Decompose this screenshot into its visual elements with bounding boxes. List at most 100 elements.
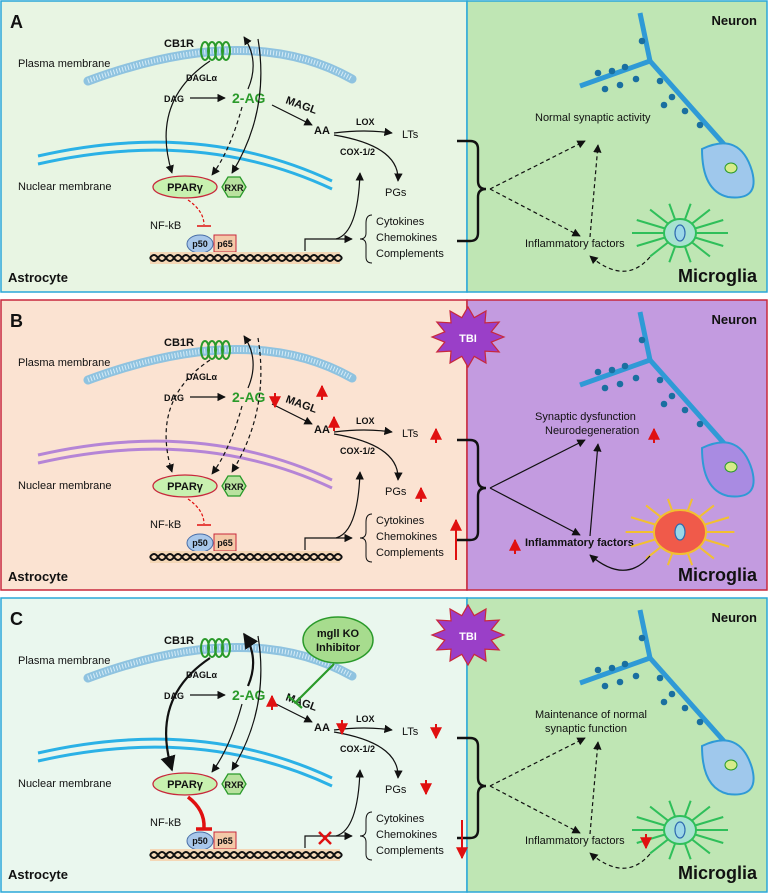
two-ag-label: 2-AG: [232, 389, 266, 405]
main-brace: [457, 438, 487, 542]
rxr-hexagon: [221, 475, 247, 497]
rxr-label: RXR: [224, 183, 244, 193]
cytokines-label: Cytokines: [376, 515, 425, 527]
inflammatory-to-synaptic-arrow: [589, 443, 602, 537]
panel-letter: B: [10, 311, 23, 331]
cb1r-to-ppar-arrow: [165, 359, 211, 473]
dendritic-spine: [621, 63, 629, 71]
two-ag-label: 2-AG: [232, 687, 266, 703]
chemokines-label: Chemokines: [376, 232, 438, 244]
dendritic-spine: [594, 368, 602, 376]
dendritic-spine: [608, 664, 616, 672]
inhibitor-bar: [287, 695, 303, 709]
magl-arrow: [271, 701, 313, 723]
microglia-cell: [632, 203, 728, 263]
neuron-label: Neuron: [712, 610, 758, 625]
inhibitor-line: [295, 663, 335, 703]
dendritic-spine: [621, 362, 629, 370]
pgs-label: PGs: [385, 187, 407, 199]
dendritic-spine: [668, 93, 676, 101]
inhibitor-shape: [302, 616, 374, 664]
inflammatory-label: Inflammatory factors: [525, 537, 634, 549]
dendritic-spine: [594, 666, 602, 674]
microglia-nucleus: [674, 523, 686, 541]
dagl-label: DAGLα: [186, 372, 217, 382]
ppar-inhibition: [187, 498, 205, 525]
aa-label: AA: [314, 424, 330, 436]
ppar-ellipse: [152, 474, 218, 498]
plasma-membrane-stripe: [87, 48, 354, 84]
dendritic-spine: [696, 718, 704, 726]
cb1r-label: CB1R: [164, 38, 194, 50]
dna-strand: [149, 551, 343, 563]
aa-label: AA: [314, 722, 330, 734]
aa-label: AA: [314, 125, 330, 137]
pgs-label: PGs: [385, 784, 407, 796]
panel-letter: C: [10, 609, 23, 629]
main-brace: [457, 736, 487, 840]
cox-induction-arrow: [335, 471, 364, 539]
rxr-hexagon: [221, 773, 247, 795]
two-ag-label: 2-AG: [232, 90, 266, 106]
dag-label: DAG: [164, 393, 184, 403]
synaptic-label-2: synaptic function: [545, 723, 627, 735]
dendritic-spine: [656, 77, 664, 85]
lox-label: LOX: [356, 714, 375, 724]
complements-label: Complements: [376, 845, 444, 857]
p50-label: p50: [192, 836, 208, 846]
microglia-nucleus: [674, 224, 686, 242]
synaptic-label-1: Synaptic dysfunction: [535, 411, 636, 423]
neuron-axon: [648, 358, 732, 452]
lox-label: LOX: [356, 117, 375, 127]
nuclear-membrane: [37, 439, 333, 482]
dendritic-spine: [601, 682, 609, 690]
microglia-label: Microglia: [678, 863, 758, 883]
cb1r-receptor: [200, 41, 231, 61]
microglia-label: Microglia: [678, 266, 758, 286]
cox-label: COX-1/2: [340, 446, 375, 456]
dendritic-spine: [616, 678, 624, 686]
dendritic-spine: [616, 380, 624, 388]
dendritic-spine: [601, 85, 609, 93]
nuclear-membrane-label: Nuclear membrane: [18, 181, 112, 193]
inflammatory-to-synaptic-arrow: [589, 144, 602, 238]
plasma-membrane-label: Plasma membrane: [18, 58, 110, 70]
brace-to-inflammatory-arrow: [489, 487, 581, 536]
cb1r-receptor: [200, 340, 231, 360]
dendritic-spine: [681, 107, 689, 115]
tbi-label: TBI: [459, 631, 477, 643]
brace-to-synaptic-arrow: [489, 737, 586, 787]
dendritic-spine: [621, 660, 629, 668]
brace-to-inflammatory-arrow: [489, 785, 581, 834]
lts-label: LTs: [402, 129, 419, 141]
plasma-membrane-label: Plasma membrane: [18, 655, 110, 667]
cb1r-to-rxr-arrow: [231, 635, 262, 771]
cb1r-label: CB1R: [164, 635, 194, 647]
brace-to-synaptic-arrow: [489, 140, 586, 190]
cb1r-to-ppar-arrow: [160, 657, 211, 772]
neuron-axon: [648, 59, 732, 153]
dendritic-spine: [660, 698, 668, 706]
dendritic-spine: [696, 420, 704, 428]
two-ag-to-ppar-arrow: [211, 703, 243, 773]
two-ag-to-cb1r-arrow: [243, 632, 259, 687]
dna-strand-bottom: [149, 555, 343, 561]
cb1r-coil: [221, 340, 231, 360]
inflammatory-to-synaptic-arrow: [589, 741, 602, 835]
brace-to-inflammatory-arrow: [489, 188, 581, 237]
nuclear-membrane-inner: [37, 447, 333, 490]
cox-label: COX-1/2: [340, 744, 375, 754]
nfkb-label: NF-kB: [150, 519, 181, 531]
neuron-nucleus: [724, 759, 738, 771]
dna-strand: [149, 252, 343, 264]
inhibitor-label-2: Inhibitor: [316, 642, 361, 654]
cb1r-receptor: [200, 638, 231, 658]
magl-arrow: [271, 104, 313, 126]
dendritic-spine: [632, 374, 640, 382]
microglia-nucleus: [674, 821, 686, 839]
dna-strand: [149, 849, 343, 861]
cytokine-brace: [359, 214, 373, 264]
dendritic-spine: [638, 634, 646, 642]
pgs-label: PGs: [385, 486, 407, 498]
